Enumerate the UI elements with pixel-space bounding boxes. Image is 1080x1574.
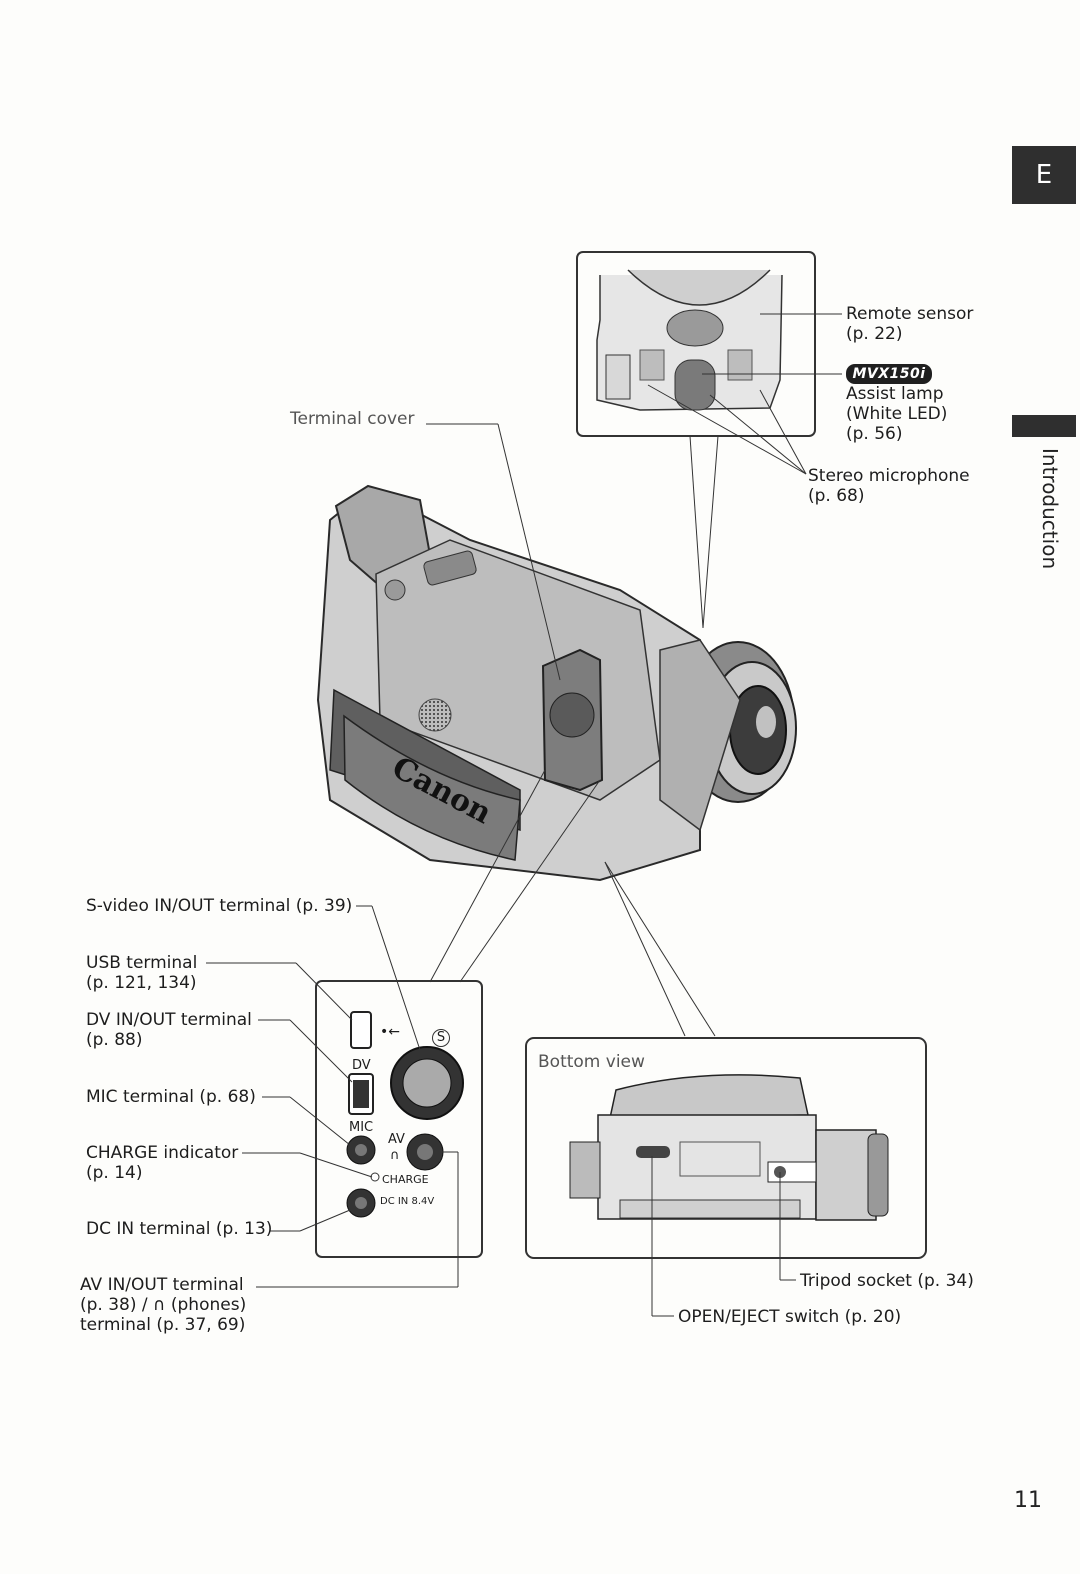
stereo-mic-label: Stereo microphone [808, 466, 970, 486]
remote-sensor-label: Remote sensor [846, 304, 974, 324]
charge-mark: CHARGE [382, 1173, 429, 1186]
charge-lamp [370, 1172, 380, 1182]
terminal-panel-frame [315, 980, 483, 1258]
av-terminal-label: AV IN/OUT terminal [80, 1275, 244, 1295]
usb-symbol: •← [380, 1024, 400, 1040]
phones-terminal-page: terminal (p. 37, 69) [80, 1315, 246, 1335]
model-badge: MVX150i [846, 364, 932, 384]
assist-lamp-label: Assist lamp [846, 384, 944, 404]
mic-mark: MIC [349, 1120, 374, 1135]
section-title-introduction: Introduction [1038, 448, 1062, 570]
front-inset-drawing [596, 269, 783, 411]
terminal-panel-pointer [429, 769, 716, 1037]
stereo-mic-page: (p. 68) [808, 486, 865, 506]
bottom-view-frame [525, 1037, 927, 1259]
bottom-view-title: Bottom view [538, 1052, 645, 1072]
terminal-callouts [206, 905, 459, 1288]
charge-indicator-label: CHARGE indicator [86, 1143, 239, 1163]
terminal-panel-ports [346, 1011, 464, 1218]
usb-terminal-label: USB terminal [86, 953, 198, 973]
s-mark: S [432, 1029, 450, 1047]
section-marker-bar [1012, 415, 1076, 437]
av-terminal-page: (p. 38) / ∩ (phones) [80, 1295, 247, 1315]
tripod-socket-label: Tripod socket (p. 34) [800, 1271, 974, 1291]
terminal-cover-callout [426, 423, 561, 681]
dv-terminal-page: (p. 88) [86, 1030, 143, 1050]
remote-sensor-page: (p. 22) [846, 324, 903, 344]
phones-mark: ∩ [390, 1148, 400, 1163]
svideo-terminal-label: S-video IN/OUT terminal (p. 39) [86, 896, 353, 916]
bottom-callouts [651, 1156, 796, 1317]
charge-indicator-page: (p. 14) [86, 1163, 143, 1183]
bottom-view-drawing [569, 1074, 889, 1221]
av-mark: AV [388, 1132, 405, 1147]
tab-letter: E [1035, 160, 1053, 190]
open-eject-switch-label: OPEN/EJECT switch (p. 20) [678, 1307, 902, 1327]
assist-lamp-page: (p. 56) [846, 424, 903, 444]
usb-terminal-page: (p. 121, 134) [86, 973, 197, 993]
camcorder-body: Canon [316, 484, 797, 882]
dv-terminal-label: DV IN/OUT terminal [86, 1010, 252, 1030]
terminal-cover-label: Terminal cover [290, 409, 415, 429]
front-inset-frame [576, 251, 816, 437]
assist-lamp-type: (White LED) [846, 404, 948, 424]
open-eject-switch [636, 1146, 670, 1158]
page-number: 11 [1014, 1488, 1042, 1513]
dv-mark: DV [352, 1058, 371, 1073]
inset-callouts [647, 313, 842, 629]
dcin-mark: DC IN 8.4V [380, 1196, 435, 1207]
usb-port [350, 1011, 372, 1049]
mic-terminal-label: MIC terminal (p. 68) [86, 1087, 256, 1107]
section-tab-e: E [1012, 146, 1076, 204]
dcin-terminal-label: DC IN terminal (p. 13) [86, 1219, 273, 1239]
